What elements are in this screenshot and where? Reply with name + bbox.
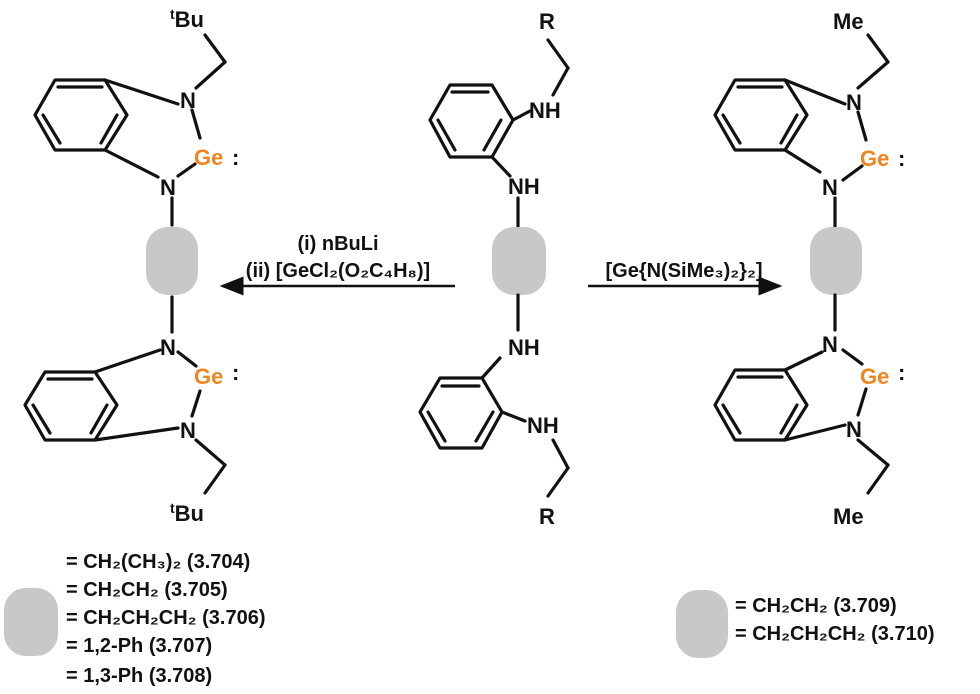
legend-right: = CH₂CH₂ (3.709) = CH₂CH₂CH₂ (3.710) [676, 590, 934, 658]
lone-pair-dots-left-top: : [232, 145, 239, 170]
reaction-arrow-right: [Ge{N(SiMe₃)₂}₂] [588, 260, 783, 296]
n-label-right-bottom-lower: N [846, 417, 862, 442]
ge-label-right-bottom: Ge [860, 364, 889, 389]
ge-label-right-top: Ge [860, 146, 889, 171]
me-label-top: Me [833, 9, 864, 34]
legend-left-entry-5: = 1,3-Ph (3.708) [66, 665, 212, 687]
left-bis-germylene: tBu N Ge : N N Ge : N tBu [23, 6, 239, 526]
linker-left [146, 227, 198, 295]
nh-label-mid-lower: NH [508, 335, 540, 360]
n-label-left-bottom-upper: N [160, 335, 176, 360]
n-label-right-bottom-upper: N [822, 332, 838, 357]
right-bis-germylene: Me N Ge : N N Ge : N Me [713, 9, 905, 529]
n-label-left-top-lower: N [160, 175, 176, 200]
ge-label-left-bottom: Ge [194, 364, 223, 389]
r-label-top: R [539, 9, 555, 34]
legend-right-entry-2: = CH₂CH₂CH₂ (3.710) [735, 623, 934, 645]
legend-left-entry-3: = CH₂CH₂CH₂ (3.706) [66, 607, 265, 629]
reaction-arrow-left: (i) nBuLi (ii) [GeCl₂(O₂C₄H₈)] [219, 233, 455, 296]
linker-right [810, 227, 862, 295]
legend-right-linker [676, 590, 728, 658]
n-label-right-top-lower: N [822, 175, 838, 200]
lone-pair-dots-left-bottom: : [232, 360, 239, 385]
tbu-text-bottom: Bu [175, 501, 204, 526]
tbu-superscript-bottom: t [170, 500, 175, 516]
conditions-left-line2: (ii) [GeCl₂(O₂C₄H₈)] [246, 260, 430, 282]
tbu-label-bottom: tBu [170, 500, 204, 526]
nh-label-lower: NH [527, 413, 559, 438]
r-label-bottom: R [539, 504, 555, 529]
me-label-bottom: Me [833, 504, 864, 529]
n-label-left-bottom-lower: N [180, 418, 196, 443]
lone-pair-dots-right-top: : [898, 146, 905, 171]
legend-left: = CH₂(CH₃)₂ (3.704) = CH₂CH₂ (3.705) = C… [4, 551, 265, 687]
lone-pair-dots-right-bottom: : [898, 360, 905, 385]
legend-left-entry-1: = CH₂(CH₃)₂ (3.704) [66, 551, 250, 573]
legend-left-linker [4, 588, 58, 656]
tbu-superscript: t [170, 6, 175, 22]
n-label-left-top-upper: N [180, 88, 196, 113]
conditions-left-line1: (i) nBuLi [297, 233, 378, 255]
conditions-right-line1: [Ge{N(SiMe₃)₂}₂] [605, 260, 762, 282]
tbu-label-top: tBu [170, 6, 204, 32]
legend-right-entry-1: = CH₂CH₂ (3.709) [735, 595, 897, 617]
n-label-right-top-upper: N [846, 90, 862, 115]
nh-label-mid-upper: NH [508, 174, 540, 199]
legend-left-entry-2: = CH₂CH₂ (3.705) [66, 579, 228, 601]
center-diamine: R NH NH NH NH R [418, 9, 570, 529]
ge-label-left-top: Ge [194, 145, 223, 170]
linker-center [492, 227, 546, 295]
tbu-text: Bu [175, 7, 204, 32]
nh-label-upper: NH [529, 98, 561, 123]
legend-left-entry-4: = 1,2-Ph (3.707) [66, 635, 212, 657]
